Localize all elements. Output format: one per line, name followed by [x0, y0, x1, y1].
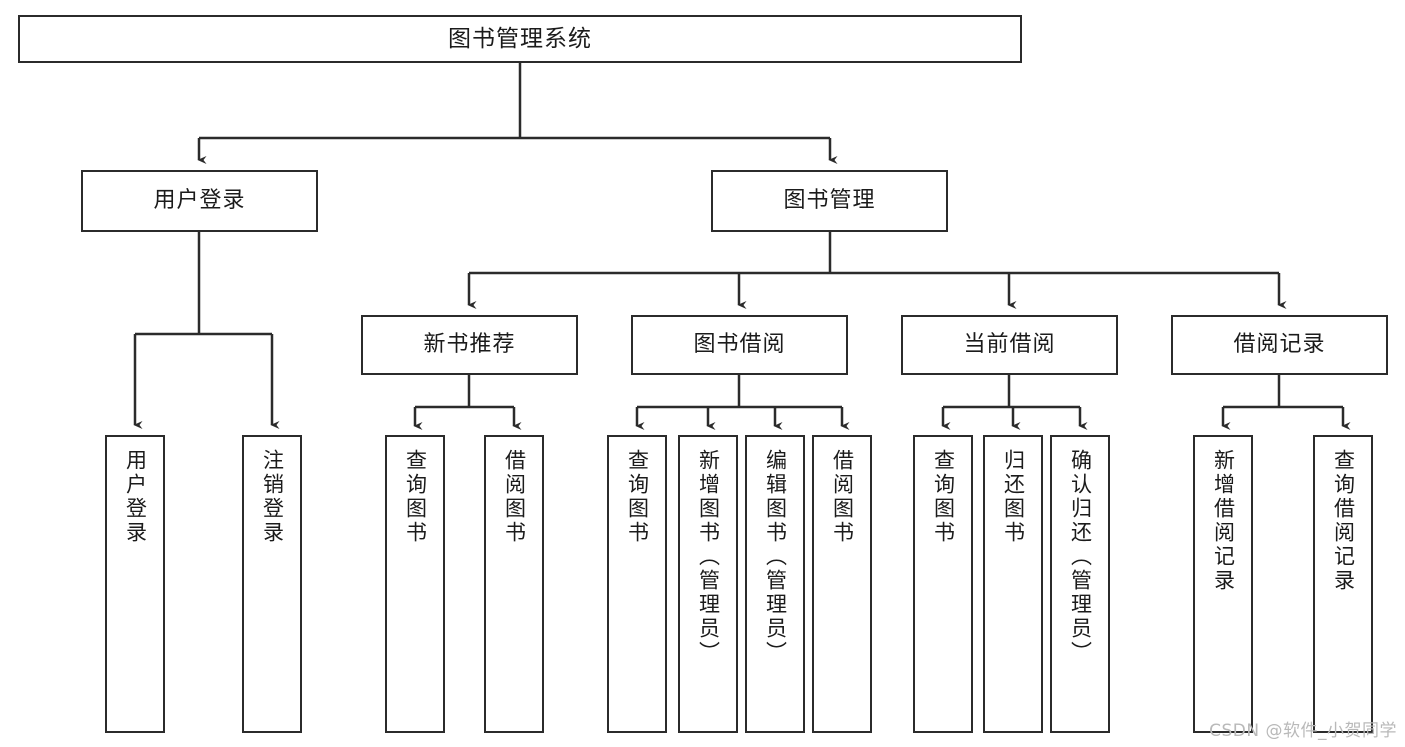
- leaf-query-book-recommend[interactable]: 查询图书: [385, 435, 445, 733]
- node-label: 查询图书: [403, 449, 428, 545]
- node-borrow-record[interactable]: 借阅记录: [1171, 315, 1388, 375]
- node-label: 查询图书: [625, 449, 650, 545]
- node-label: 新增图书（管理员）: [696, 449, 721, 665]
- node-new-book-recommend[interactable]: 新书推荐: [361, 315, 578, 375]
- leaf-add-borrow-record[interactable]: 新增借阅记录: [1193, 435, 1253, 733]
- node-label: 用户登录: [123, 449, 148, 545]
- node-label: 当前借阅: [963, 332, 1056, 358]
- node-label: 新书推荐: [423, 332, 516, 358]
- node-label: 图书管理系统: [448, 25, 592, 52]
- node-label: 查询借阅记录: [1331, 449, 1356, 593]
- leaf-query-book-current[interactable]: 查询图书: [913, 435, 973, 733]
- node-label: 编辑图书（管理员）: [763, 449, 788, 665]
- watermark-text: CSDN @软件_小贺同学: [1209, 721, 1397, 741]
- node-root-system[interactable]: 图书管理系统: [18, 15, 1022, 63]
- node-label: 借阅图书: [502, 449, 527, 545]
- node-label: 新增借阅记录: [1211, 449, 1236, 593]
- node-current-borrow[interactable]: 当前借阅: [901, 315, 1118, 375]
- leaf-return-book[interactable]: 归还图书: [983, 435, 1043, 733]
- node-book-borrow[interactable]: 图书借阅: [631, 315, 848, 375]
- node-label: 图书管理: [783, 188, 876, 214]
- leaf-confirm-return-admin[interactable]: 确认归还（管理员）: [1050, 435, 1110, 733]
- leaf-user-login[interactable]: 用户登录: [105, 435, 165, 733]
- node-book-management[interactable]: 图书管理: [711, 170, 948, 232]
- leaf-query-book-borrow[interactable]: 查询图书: [607, 435, 667, 733]
- node-label: 确认归还（管理员）: [1068, 449, 1093, 665]
- node-label: 图书借阅: [693, 332, 786, 358]
- leaf-add-book-admin[interactable]: 新增图书（管理员）: [678, 435, 738, 733]
- leaf-borrow-book[interactable]: 借阅图书: [812, 435, 872, 733]
- node-user-login[interactable]: 用户登录: [81, 170, 318, 232]
- node-label: 借阅图书: [830, 449, 855, 545]
- node-label: 用户登录: [153, 188, 246, 214]
- node-label: 借阅记录: [1233, 332, 1326, 358]
- node-label: 注销登录: [260, 449, 285, 545]
- leaf-user-logout[interactable]: 注销登录: [242, 435, 302, 733]
- leaf-borrow-book-recommend[interactable]: 借阅图书: [484, 435, 544, 733]
- leaf-edit-book-admin[interactable]: 编辑图书（管理员）: [745, 435, 805, 733]
- node-label: 查询图书: [931, 449, 956, 545]
- leaf-query-borrow-record[interactable]: 查询借阅记录: [1313, 435, 1373, 733]
- node-label: 归还图书: [1001, 449, 1026, 545]
